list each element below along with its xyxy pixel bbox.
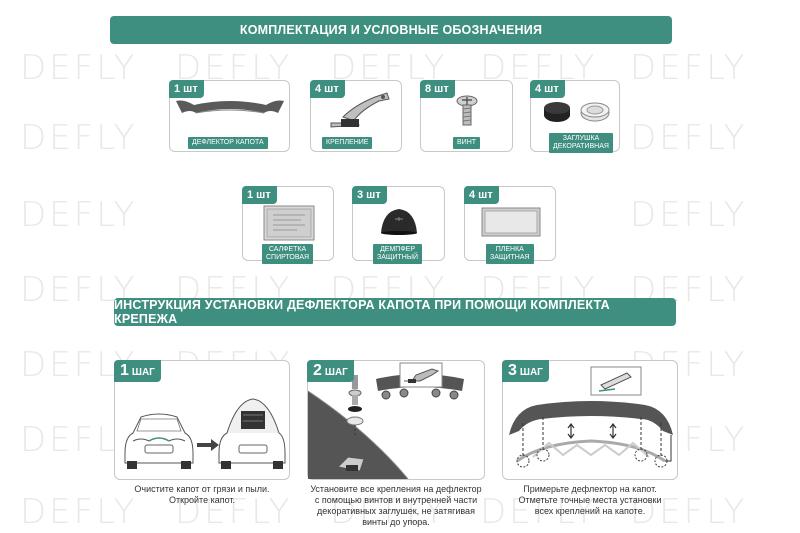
kit-card-mount: 4 шт КРЕПЛЕНИЕ xyxy=(310,80,402,152)
item-label-line: САЛФЕТКА xyxy=(268,246,307,253)
caption-line: Примерьте дефлектор на капот. xyxy=(523,484,657,494)
caption-line: всех креплений на капоте. xyxy=(534,506,646,516)
watermark: DEFLY xyxy=(630,118,748,158)
step-badge: 1 ШАГ xyxy=(114,360,161,382)
caption-line: Отметьте точные места установки xyxy=(518,495,662,505)
kit-card-film: 4 шт ПЛЕНКА ЗАЩИТНАЯ xyxy=(464,186,556,264)
step-3-panel: 3 ШАГ xyxy=(502,360,678,480)
item-label-line: ДЕМПФЕР xyxy=(380,246,415,253)
step-word: ШАГ xyxy=(519,367,543,378)
watermark: DEFLY xyxy=(20,118,138,158)
item-label-line: СПИРТОВАЯ xyxy=(266,254,310,261)
item-label: ПЛЕНКА ЗАЩИТНАЯ xyxy=(486,244,534,264)
step-1-panel: 1 ШАГ xyxy=(114,360,290,480)
caption-line: Откройте капот. xyxy=(168,495,236,505)
hood-mounting-illustration xyxy=(308,362,464,479)
item-label: КРЕПЛЕНИЕ xyxy=(322,137,373,149)
kit-card-wipe: 1 шт САЛФЕТКА СПИРТОВАЯ xyxy=(242,186,334,264)
fitting-deflector-illustration xyxy=(509,366,673,468)
item-label: ДЕФЛЕКТОР КАПОТА xyxy=(188,137,268,149)
step-word: ШАГ xyxy=(131,367,155,378)
kit-card-deflector: 1 шт ДЕФЛЕКТОР КАПОТА xyxy=(169,80,290,152)
item-label: ВИНТ xyxy=(453,137,481,149)
qty-badge: 8 шт xyxy=(420,80,455,98)
damper-icon xyxy=(381,209,417,235)
watermark: DEFLY xyxy=(20,48,138,88)
mount-bracket-icon xyxy=(330,92,390,128)
caption-line: Установите все крепления на дефлектор xyxy=(310,484,482,494)
caption-line: Очистите капот от грязи и пыли. xyxy=(134,484,270,494)
watermark: DEFLY xyxy=(20,195,138,235)
protective-film-icon xyxy=(481,207,541,237)
kit-section-title: КОМПЛЕКТАЦИЯ И УСЛОВНЫЕ ОБОЗНАЧЕНИЯ xyxy=(110,16,672,44)
caption-line: декоративных заглушек, не затягивая xyxy=(317,506,475,516)
screw-icon xyxy=(456,95,478,126)
step-number: 2 xyxy=(313,362,322,379)
step-2-panel: 2 ШАГ xyxy=(307,360,485,480)
step-word: ШАГ xyxy=(324,367,348,378)
step-badge: 3 ШАГ xyxy=(502,360,549,382)
instructions-section-title: ИНСТРУКЦИЯ УСТАНОВКИ ДЕФЛЕКТОРА КАПОТА П… xyxy=(114,298,676,326)
item-label: САЛФЕТКА СПИРТОВАЯ xyxy=(262,244,314,264)
qty-badge: 1 шт xyxy=(242,186,277,204)
kit-card-damper: 3 шт ДЕМПФЕР ЗАЩИТНЫЙ xyxy=(352,186,445,264)
qty-badge: 1 шт xyxy=(169,80,204,98)
item-label-line: ЗАЩИТНЫЙ xyxy=(377,254,419,261)
step-2-caption: Установите все крепления на дефлектор с … xyxy=(302,484,490,528)
qty-badge: 4 шт xyxy=(310,80,345,98)
item-label-line: ЗАЩИТНАЯ xyxy=(490,254,530,261)
item-label-line: ПЛЕНКА xyxy=(495,246,524,253)
item-label-line: ЗАГЛУШКА xyxy=(562,135,600,142)
car-front-illustration xyxy=(124,398,286,469)
kit-card-plug: 4 шт ЗАГЛУШКА ДЕКОРАТИВНАЯ xyxy=(530,80,620,153)
caption-line: с помощью винтов и внутренней части xyxy=(314,495,478,505)
step-badge: 2 ШАГ xyxy=(307,360,354,382)
step-number: 3 xyxy=(508,362,517,379)
kit-card-screw: 8 шт ВИНТ xyxy=(420,80,513,152)
caption-line: винты до упора. xyxy=(362,517,430,527)
step-3-caption: Примерьте дефлектор на капот. Отметьте т… xyxy=(502,484,678,517)
qty-badge: 3 шт xyxy=(352,186,387,204)
qty-badge: 4 шт xyxy=(464,186,499,204)
watermark: DEFLY xyxy=(630,195,748,235)
watermark: DEFLY xyxy=(630,48,748,88)
step-1-caption: Очистите капот от грязи и пыли. Откройте… xyxy=(114,484,290,506)
item-label: ЗАГЛУШКА ДЕКОРАТИВНАЯ xyxy=(549,133,613,153)
decorative-plug-icon xyxy=(544,102,610,122)
alcohol-wipe-icon xyxy=(263,205,315,241)
item-label: ДЕМПФЕР ЗАЩИТНЫЙ xyxy=(373,244,423,264)
item-label-line: ДЕКОРАТИВНАЯ xyxy=(553,143,609,150)
deflector-icon xyxy=(176,100,284,114)
qty-badge: 4 шт xyxy=(530,80,565,98)
step-number: 1 xyxy=(120,362,129,379)
